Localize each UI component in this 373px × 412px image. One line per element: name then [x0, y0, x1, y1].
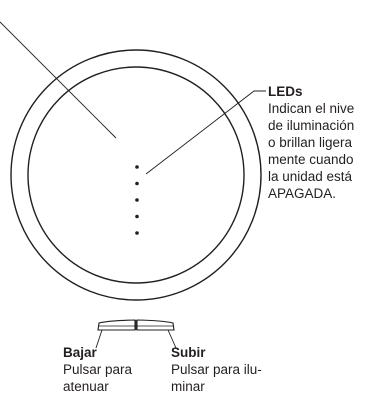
leds-text-line: o brillan ligera [268, 135, 353, 150]
bajar-button [97, 319, 136, 331]
leds-label: LEDs Indican el nive de iluminación o br… [268, 83, 354, 202]
face-callout-line [0, 21, 117, 139]
leds-text-line: de iluminación [268, 118, 355, 133]
bajar-text-line: Pulsar para [63, 362, 133, 377]
subir-text-line: minar [171, 379, 205, 394]
subir-title: Subir [171, 345, 206, 360]
led-indicators [135, 165, 139, 235]
led-dot [135, 198, 139, 202]
bajar-title: Bajar [63, 345, 97, 360]
led-dot [135, 214, 139, 219]
leds-text-line: mente cuando [268, 152, 354, 167]
bajar-label: Bajar Pulsar para atenuar [63, 344, 132, 395]
bajar-text-line: atenuar [63, 379, 109, 394]
leds-text-line: Indican el nive [268, 101, 355, 116]
bajar-callout-line [95, 329, 103, 349]
subir-text-line: Pulsar para ilu- [171, 362, 262, 377]
leds-text-line: APAGADA. [268, 186, 337, 201]
dimmer-face [27, 66, 245, 284]
subir-button [136, 319, 175, 331]
subir-callout-line [167, 329, 177, 349]
led-dot [135, 231, 139, 235]
leds-text-line: la unidad está [268, 169, 353, 184]
led-dot [135, 165, 139, 169]
led-dot [135, 181, 139, 186]
rocker-buttons [97, 319, 175, 331]
subir-label: Subir Pulsar para ilu- minar [171, 344, 262, 395]
leds-title: LEDs [268, 84, 303, 99]
leds-callout-line [145, 90, 266, 175]
